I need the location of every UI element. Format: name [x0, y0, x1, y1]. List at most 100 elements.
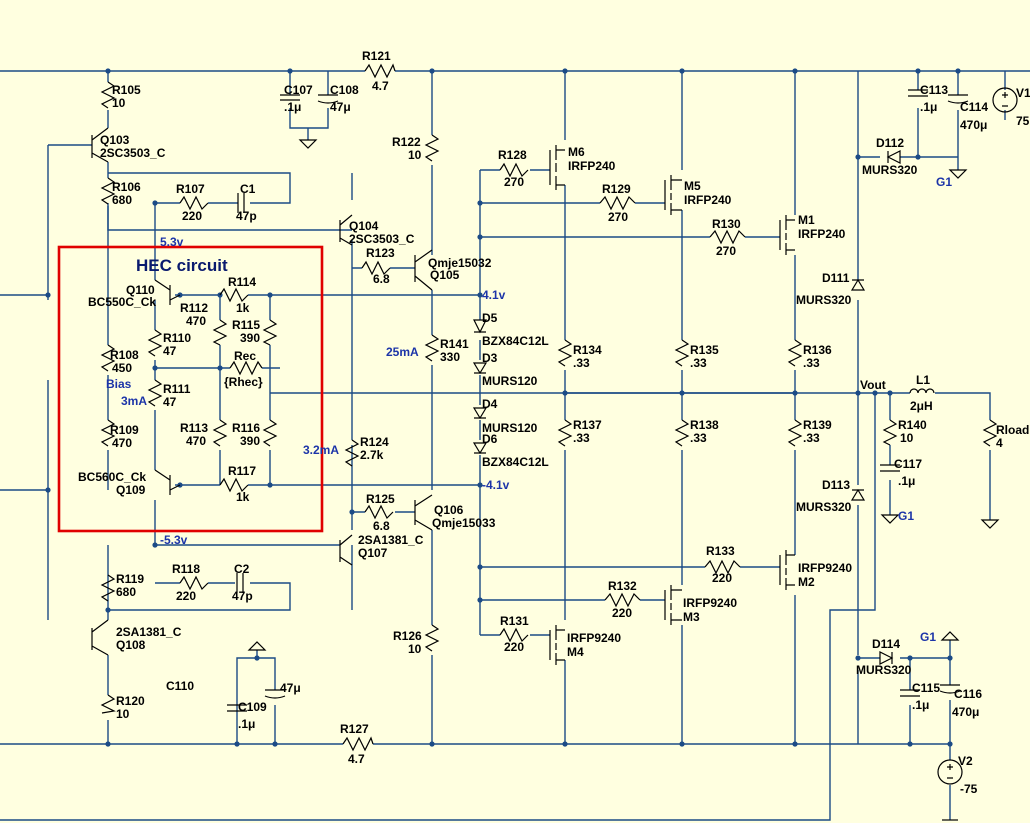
label-ma32: 3.2mA: [303, 443, 339, 457]
voltage-sources: [937, 87, 1018, 785]
resistor-r117: [219, 477, 249, 493]
label-g1c: G1: [920, 630, 936, 644]
label-d111t: MURS320: [796, 293, 852, 307]
label-rloadv: 4: [996, 436, 1003, 450]
label-r118: R118: [172, 562, 200, 576]
label-r130v: 270: [716, 244, 736, 258]
label-c108v: 47μ: [330, 100, 351, 114]
transistor-q103: [91, 127, 109, 163]
transistor-q109: [154, 469, 181, 495]
transistor-q108: [91, 619, 109, 656]
mosfet-m3: [664, 585, 682, 625]
label-q107t: 2SA1381_C: [358, 533, 424, 547]
label-r117v: 1k: [236, 490, 250, 504]
diode-d112: [886, 150, 901, 164]
capacitor-c117: [880, 464, 900, 472]
label-m6t: IRFP240: [568, 159, 616, 173]
label-r127v: 4.7: [348, 752, 365, 766]
label-q104: Q104: [349, 219, 379, 233]
ground-g1c: [940, 631, 960, 641]
label-r128: R128: [498, 148, 527, 162]
label-m3: M3: [683, 610, 700, 624]
label-d113: D113: [822, 478, 850, 492]
resistor-r113: [212, 419, 228, 447]
label-q110t: BC550C_Ck: [88, 295, 156, 309]
label-r114: R114: [228, 275, 256, 289]
resistor-r127: [342, 736, 374, 752]
label-c109b: 47μ: [280, 681, 301, 695]
resistor-r121: [364, 63, 396, 79]
label-q107: Q107: [358, 546, 388, 560]
hec-highlight-box: [57, 245, 324, 533]
diode-d3: [472, 362, 488, 375]
resistor-r111: [147, 379, 163, 407]
label-d5: D5: [482, 311, 498, 325]
transistor-q107: [339, 534, 353, 566]
resistor-r109: [100, 419, 116, 447]
label-v53: 5.3v: [160, 235, 184, 249]
label-r120: R120: [116, 694, 145, 708]
resistor-rload: [982, 419, 998, 447]
ground-c107: [298, 139, 318, 149]
label-r136: R136: [803, 343, 832, 357]
label-r132: R132: [608, 579, 637, 593]
label-r123: R123: [366, 246, 395, 260]
label-r105: R105: [112, 83, 141, 97]
label-r141: R141: [440, 337, 469, 351]
label-r141v: 330: [440, 350, 460, 364]
label-r109: R109: [110, 423, 139, 437]
label-d111: D111: [822, 271, 850, 285]
label-r107v: 220: [182, 209, 202, 223]
diodes: [472, 150, 901, 665]
label-recv: {Rhec}: [224, 375, 263, 389]
capacitor-c1: [237, 193, 245, 213]
label-d4: D4: [482, 397, 498, 411]
label-r126v: 10: [408, 642, 422, 656]
transistor-q106: [414, 494, 433, 531]
label-r137: R137: [573, 418, 602, 432]
label-r119: R119: [116, 572, 144, 586]
resistor-rec: [229, 360, 263, 376]
label-q105: Q105: [430, 268, 460, 282]
label-r134v: .33: [573, 356, 590, 370]
label-r129v: 270: [608, 210, 628, 224]
label-c116: C116: [954, 687, 982, 701]
label-d112t: MURS320: [862, 163, 918, 177]
label-r125: R125: [366, 492, 395, 506]
label-d112: D112: [876, 136, 904, 150]
label-c1v: 47p: [236, 209, 257, 223]
mosfet-m2: [779, 550, 795, 590]
label-bias: Bias: [106, 377, 132, 391]
label-c1: C1: [240, 182, 256, 196]
label-m3t: IRFP9240: [683, 596, 737, 610]
label-r118v: 220: [176, 589, 196, 603]
resistor-r136: [787, 339, 803, 367]
label-r119v: 680: [116, 585, 136, 599]
label-m5t: IRFP240: [684, 193, 732, 207]
resistor-r137: [557, 419, 573, 447]
label-r111v: 47: [163, 395, 177, 409]
label-c113: C113: [920, 83, 948, 97]
resistor-r131: [499, 627, 529, 643]
resistor-r139: [787, 419, 803, 447]
resistor-r134: [557, 339, 573, 367]
resistors: [100, 63, 998, 752]
label-r113v: 470: [186, 434, 206, 448]
resistor-r115: [262, 319, 278, 346]
capacitor-c113: [908, 89, 928, 97]
label-m6: M6: [568, 145, 585, 159]
label-q110: Q110: [126, 283, 155, 297]
label-r114v: 1k: [236, 301, 250, 315]
resistor-r118: [179, 575, 209, 591]
hec-title: HEC circuit: [136, 256, 228, 275]
label-r136v: .33: [803, 356, 820, 370]
label-r113: R113: [180, 421, 208, 435]
label-m5: M5: [684, 179, 701, 193]
label-q104t: 2SC3503_C: [349, 232, 415, 246]
label-l1v: 2μH: [910, 399, 933, 413]
label-d114t: MURS320: [856, 663, 912, 677]
resistor-r112: [212, 319, 228, 346]
label-m4t: IRFP9240: [567, 631, 621, 645]
source-v2: [937, 759, 963, 785]
